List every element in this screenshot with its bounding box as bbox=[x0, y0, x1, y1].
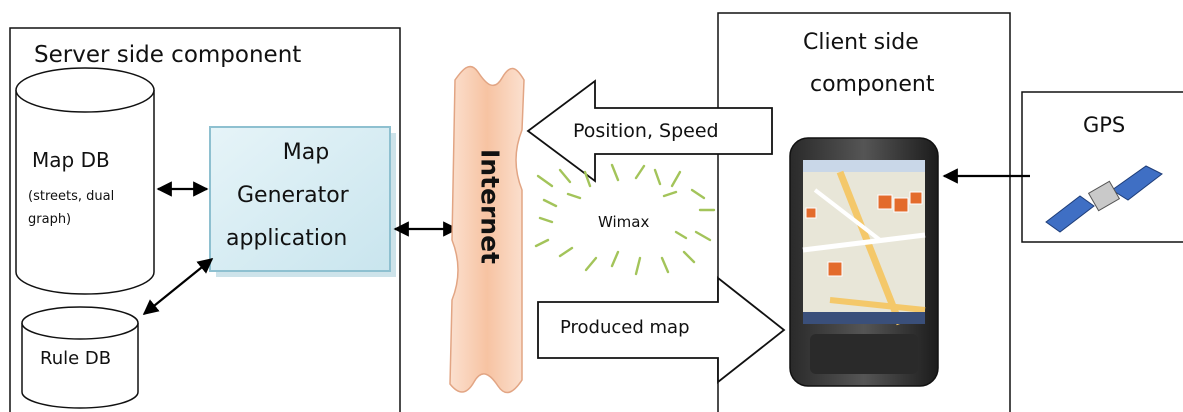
satellite-icon bbox=[1045, 165, 1163, 233]
smartphone-icon bbox=[789, 137, 939, 387]
rule-db-title: Rule DB bbox=[40, 348, 112, 369]
rule-db-cylinder bbox=[21, 306, 139, 409]
internet-label: Internet bbox=[475, 148, 505, 265]
generator-line3: application bbox=[226, 226, 348, 251]
client-title-line1: Client side bbox=[803, 30, 919, 55]
generator-line2: Generator bbox=[237, 183, 349, 208]
downstream-label: Produced map bbox=[560, 317, 690, 338]
upstream-arrow bbox=[526, 79, 773, 183]
generator-line1: Map bbox=[282, 140, 330, 165]
generator-box bbox=[209, 126, 396, 277]
wimax-burst bbox=[534, 163, 716, 276]
gps-box bbox=[1021, 91, 1183, 243]
ruledb-generator-arrow bbox=[142, 258, 214, 315]
server-title: Server side component bbox=[34, 42, 302, 68]
wimax-label: Wimax bbox=[598, 213, 650, 231]
client-frame bbox=[717, 12, 1011, 412]
map-db-cylinder bbox=[15, 67, 155, 295]
server-frame bbox=[9, 27, 401, 412]
map-db-subtitle-line2: graph) bbox=[28, 212, 72, 227]
map-db-title: Map DB bbox=[32, 148, 110, 172]
internet-banner bbox=[449, 65, 525, 394]
client-title-line2: component bbox=[810, 72, 935, 97]
upstream-label: Position, Speed bbox=[573, 120, 719, 142]
downstream-arrow bbox=[537, 276, 786, 384]
gps-label: GPS bbox=[1083, 113, 1126, 137]
map-db-subtitle-line1: (streets, dual bbox=[28, 189, 115, 204]
